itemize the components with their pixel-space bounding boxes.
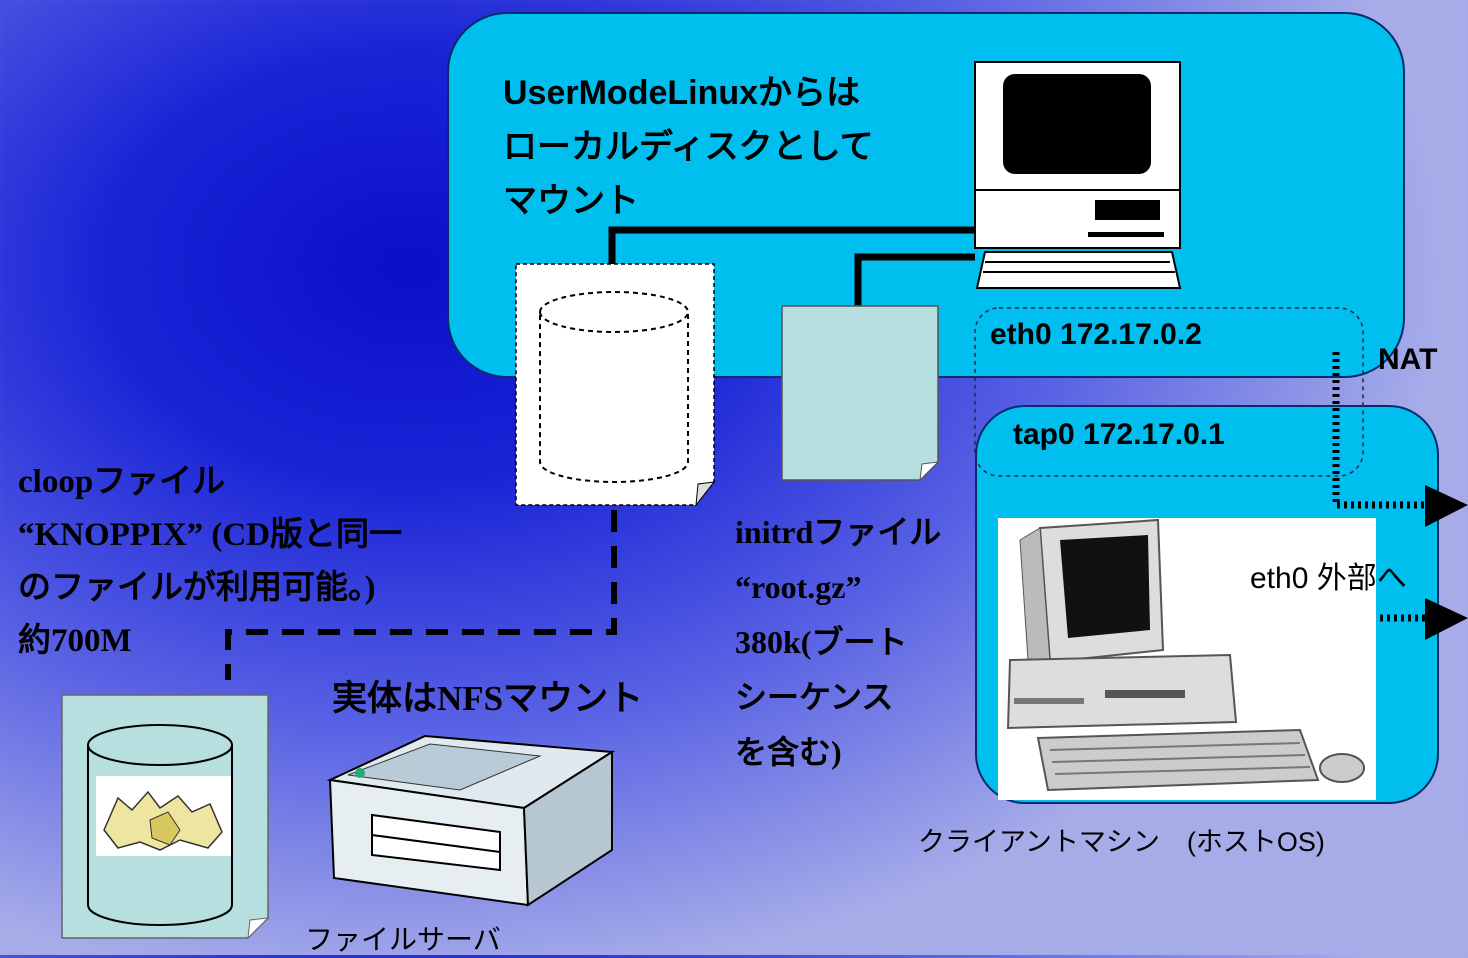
host-caption: クライアントマシン (ホストOS) (918, 827, 1325, 857)
cloop-page-icon (515, 263, 716, 507)
nat-route (1332, 352, 1425, 509)
uml-eth0-label: eth0 172.17.0.2 (990, 318, 1202, 351)
arrow-right-icon (1425, 485, 1468, 527)
cloop-text: cloopファイル “KNOPPIX” (CD版と同一 のファイルが利用可能。)… (18, 464, 403, 659)
nfs-file-icon (61, 694, 270, 940)
initrd-text: initrdファイル “root.gz” 380k(ブート シーケンス を含む) (735, 514, 942, 770)
host-computer-icon (998, 518, 1376, 800)
tap0-label: tap0 172.17.0.1 (1013, 418, 1225, 451)
file-server-caption: ファイルサーバ (305, 924, 501, 955)
nat-label: NAT (1378, 343, 1438, 376)
knoppix-logo-icon (103, 790, 223, 851)
arrow-right-icon (1425, 598, 1468, 640)
uml-computer-icon (974, 61, 1182, 289)
file-server-icon (326, 734, 616, 907)
eth0-dashed-frame (974, 307, 1364, 477)
nfs-mount-text: 実体はNFSマウント (332, 679, 644, 718)
eth0-out-label: eth0 外部へ (1250, 562, 1407, 595)
initrd-page-icon (781, 305, 940, 482)
uml-mount-text: UserModeLinuxからは ローカルディスクとして マウント (503, 74, 874, 220)
cable-to-initrd (854, 253, 975, 312)
